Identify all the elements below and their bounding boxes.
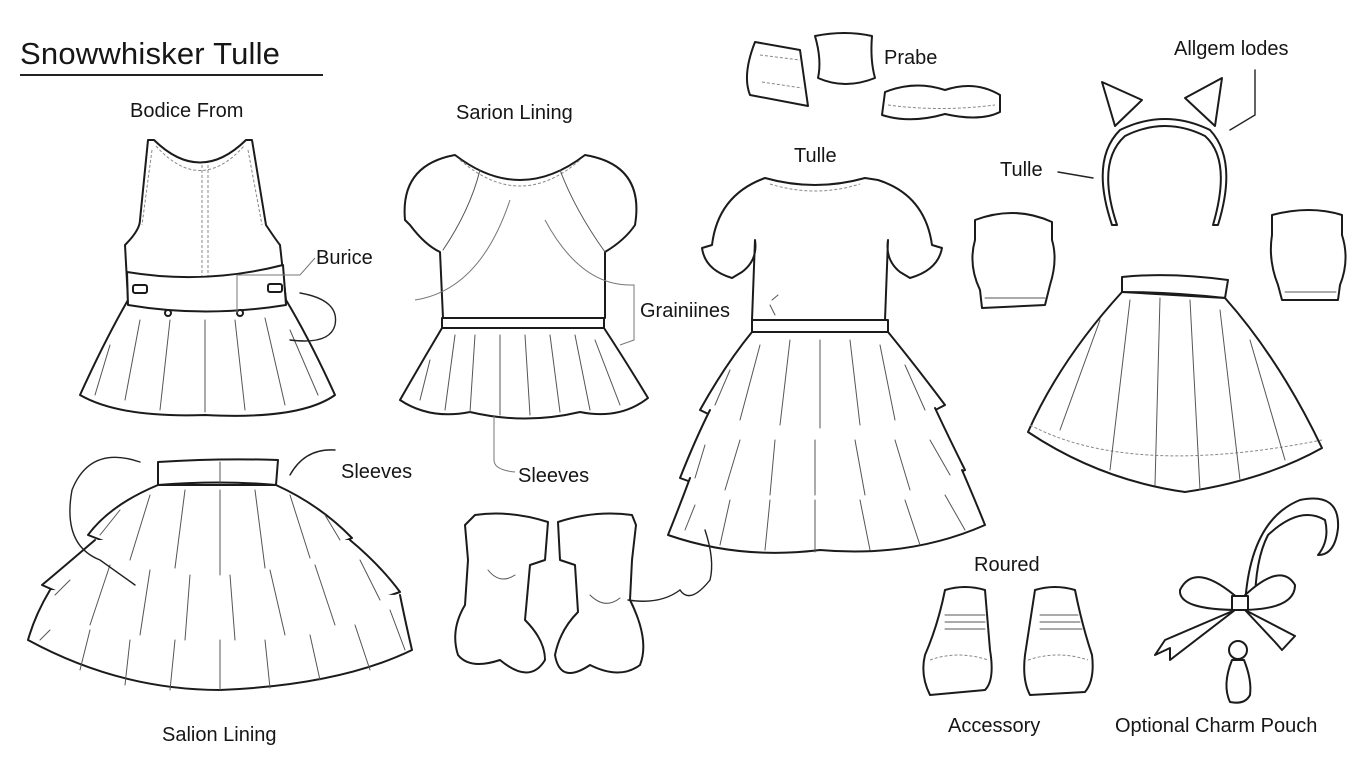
callout-bodice: Burice	[316, 247, 373, 269]
bandeau-sketch	[745, 32, 1001, 121]
tail-bow-sketch	[1154, 497, 1340, 704]
callout-puff-top: Grainiines	[640, 300, 731, 322]
title-underline	[20, 74, 323, 76]
sheet-title: Snowwhisker Tulle	[20, 36, 281, 71]
callout-puff-top-sleeves: Sleeves	[518, 465, 590, 487]
label-tail-bow: Optional Charm Pouch	[1115, 715, 1318, 737]
label-dress: Tulle	[794, 145, 837, 167]
fluffy-cuffs-sketch	[971, 209, 1347, 309]
side-label-headband: Tulle	[1000, 159, 1043, 181]
label-headband: Allgem lodes	[1174, 38, 1289, 60]
tiered-skirt-sketch	[27, 449, 413, 691]
label-puff-top: Sarion Lining	[456, 102, 573, 124]
callout-tiered-skirt: Sleeves	[341, 461, 413, 483]
cat-ears-headband-sketch	[1057, 69, 1256, 226]
label-tiered-skirt: Salion Lining	[162, 724, 277, 746]
puff-top-sketch	[399, 154, 649, 473]
stockings-sketch	[454, 512, 681, 674]
label-bodice: Bodice From	[130, 100, 244, 122]
top-label-shoes: Roured	[974, 554, 1040, 576]
label-bandeau: Prabe	[884, 47, 938, 69]
bodice-sketch	[79, 139, 337, 417]
label-shoes: Accessory	[948, 715, 1041, 737]
dress-sketch	[667, 177, 986, 597]
full-skirt-sketch	[1027, 274, 1323, 493]
shoes-sketch	[922, 586, 1094, 696]
